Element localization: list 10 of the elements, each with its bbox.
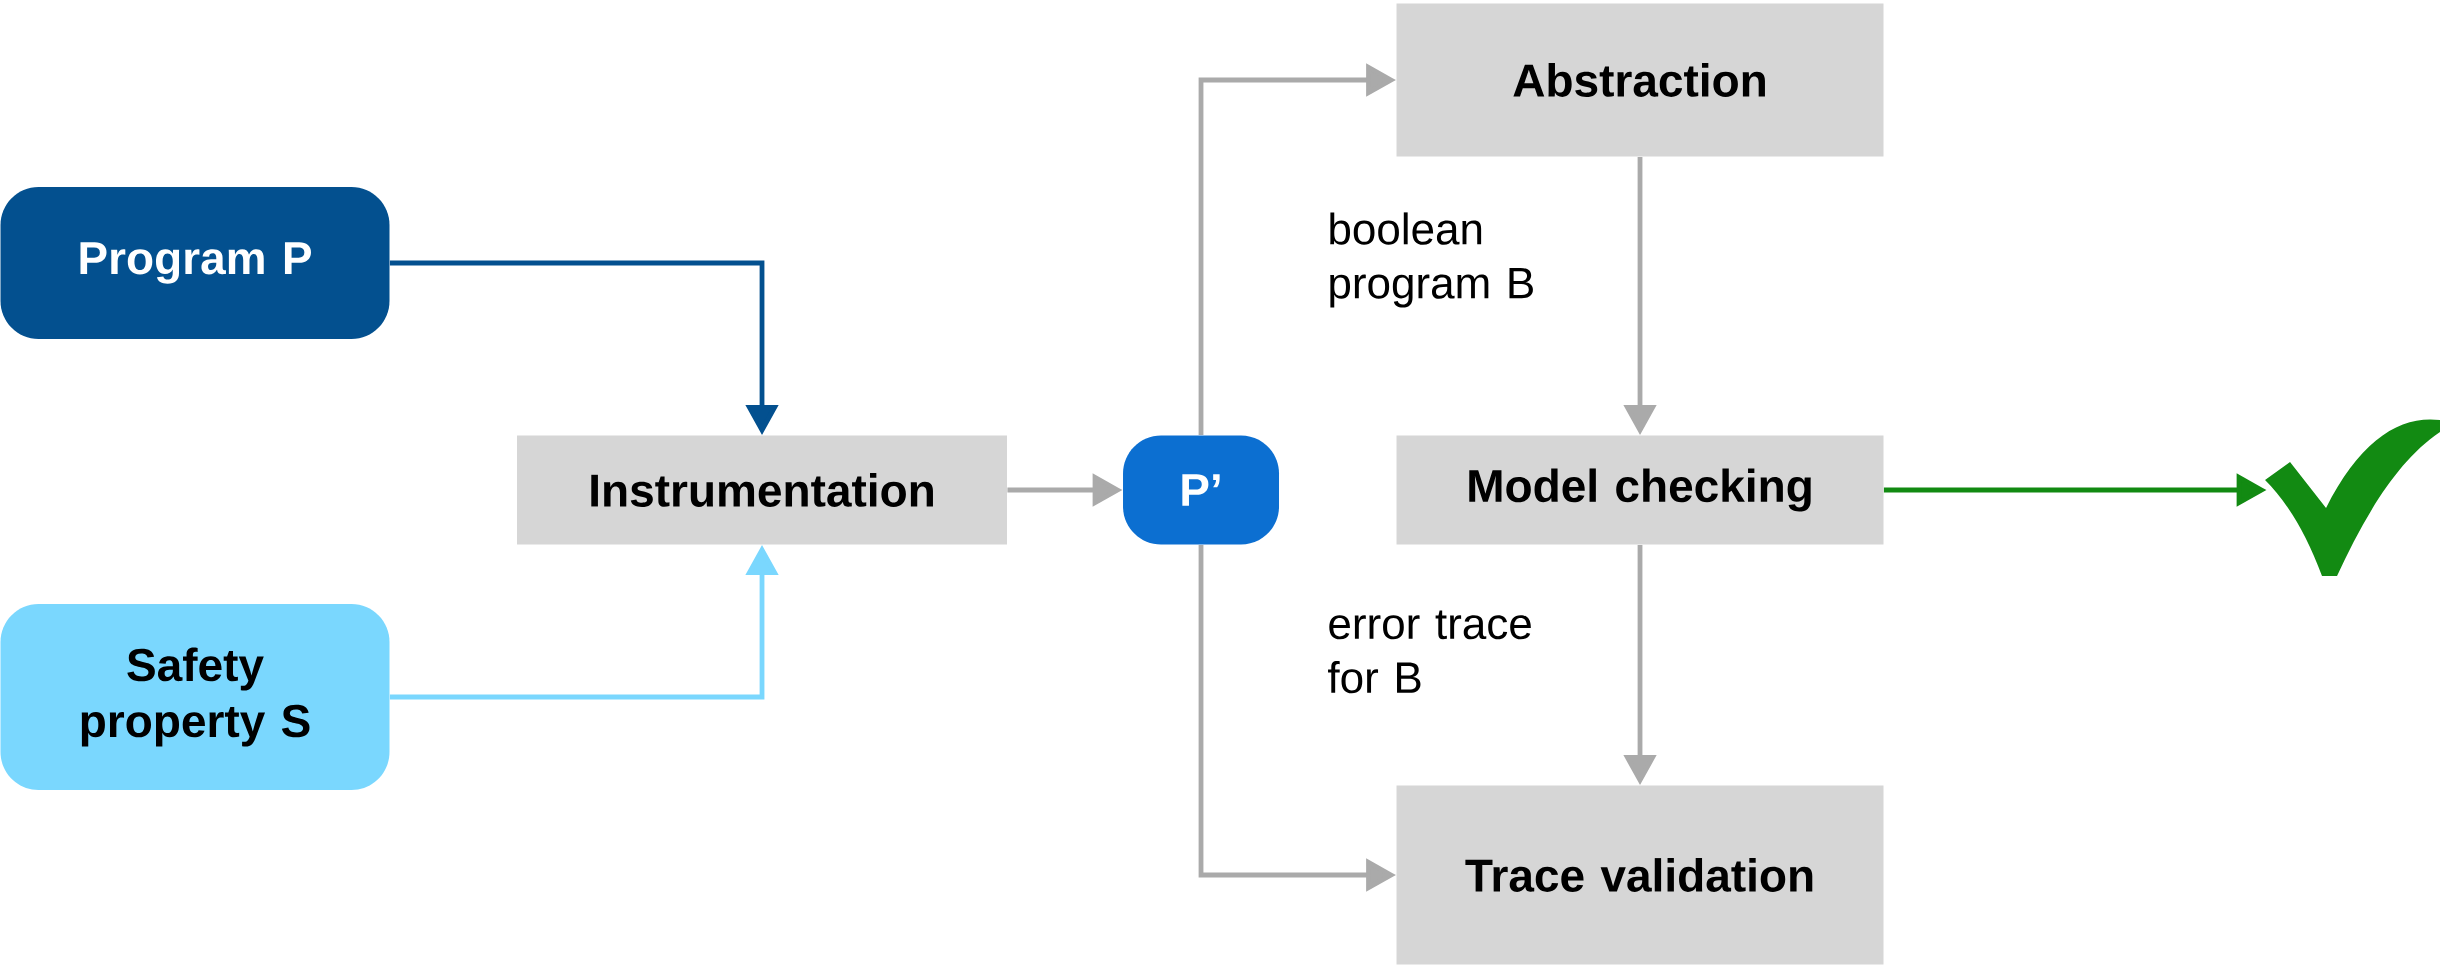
process-box: Abstraction: [1396, 3, 1884, 157]
edge-label: boolean program B: [1330, 212, 1533, 308]
process-box: P’: [1123, 435, 1279, 545]
process-box: Model checking: [1396, 435, 1884, 545]
process-box: Instrumentation: [517, 435, 1007, 545]
checkmark-drawing: [2265, 419, 2440, 576]
edge-label: error trace for B: [1328, 610, 1531, 694]
process-box: Trace validation: [1396, 785, 1884, 965]
process-box: Safety property S: [0, 604, 390, 790]
process-box: Program P: [0, 187, 390, 339]
